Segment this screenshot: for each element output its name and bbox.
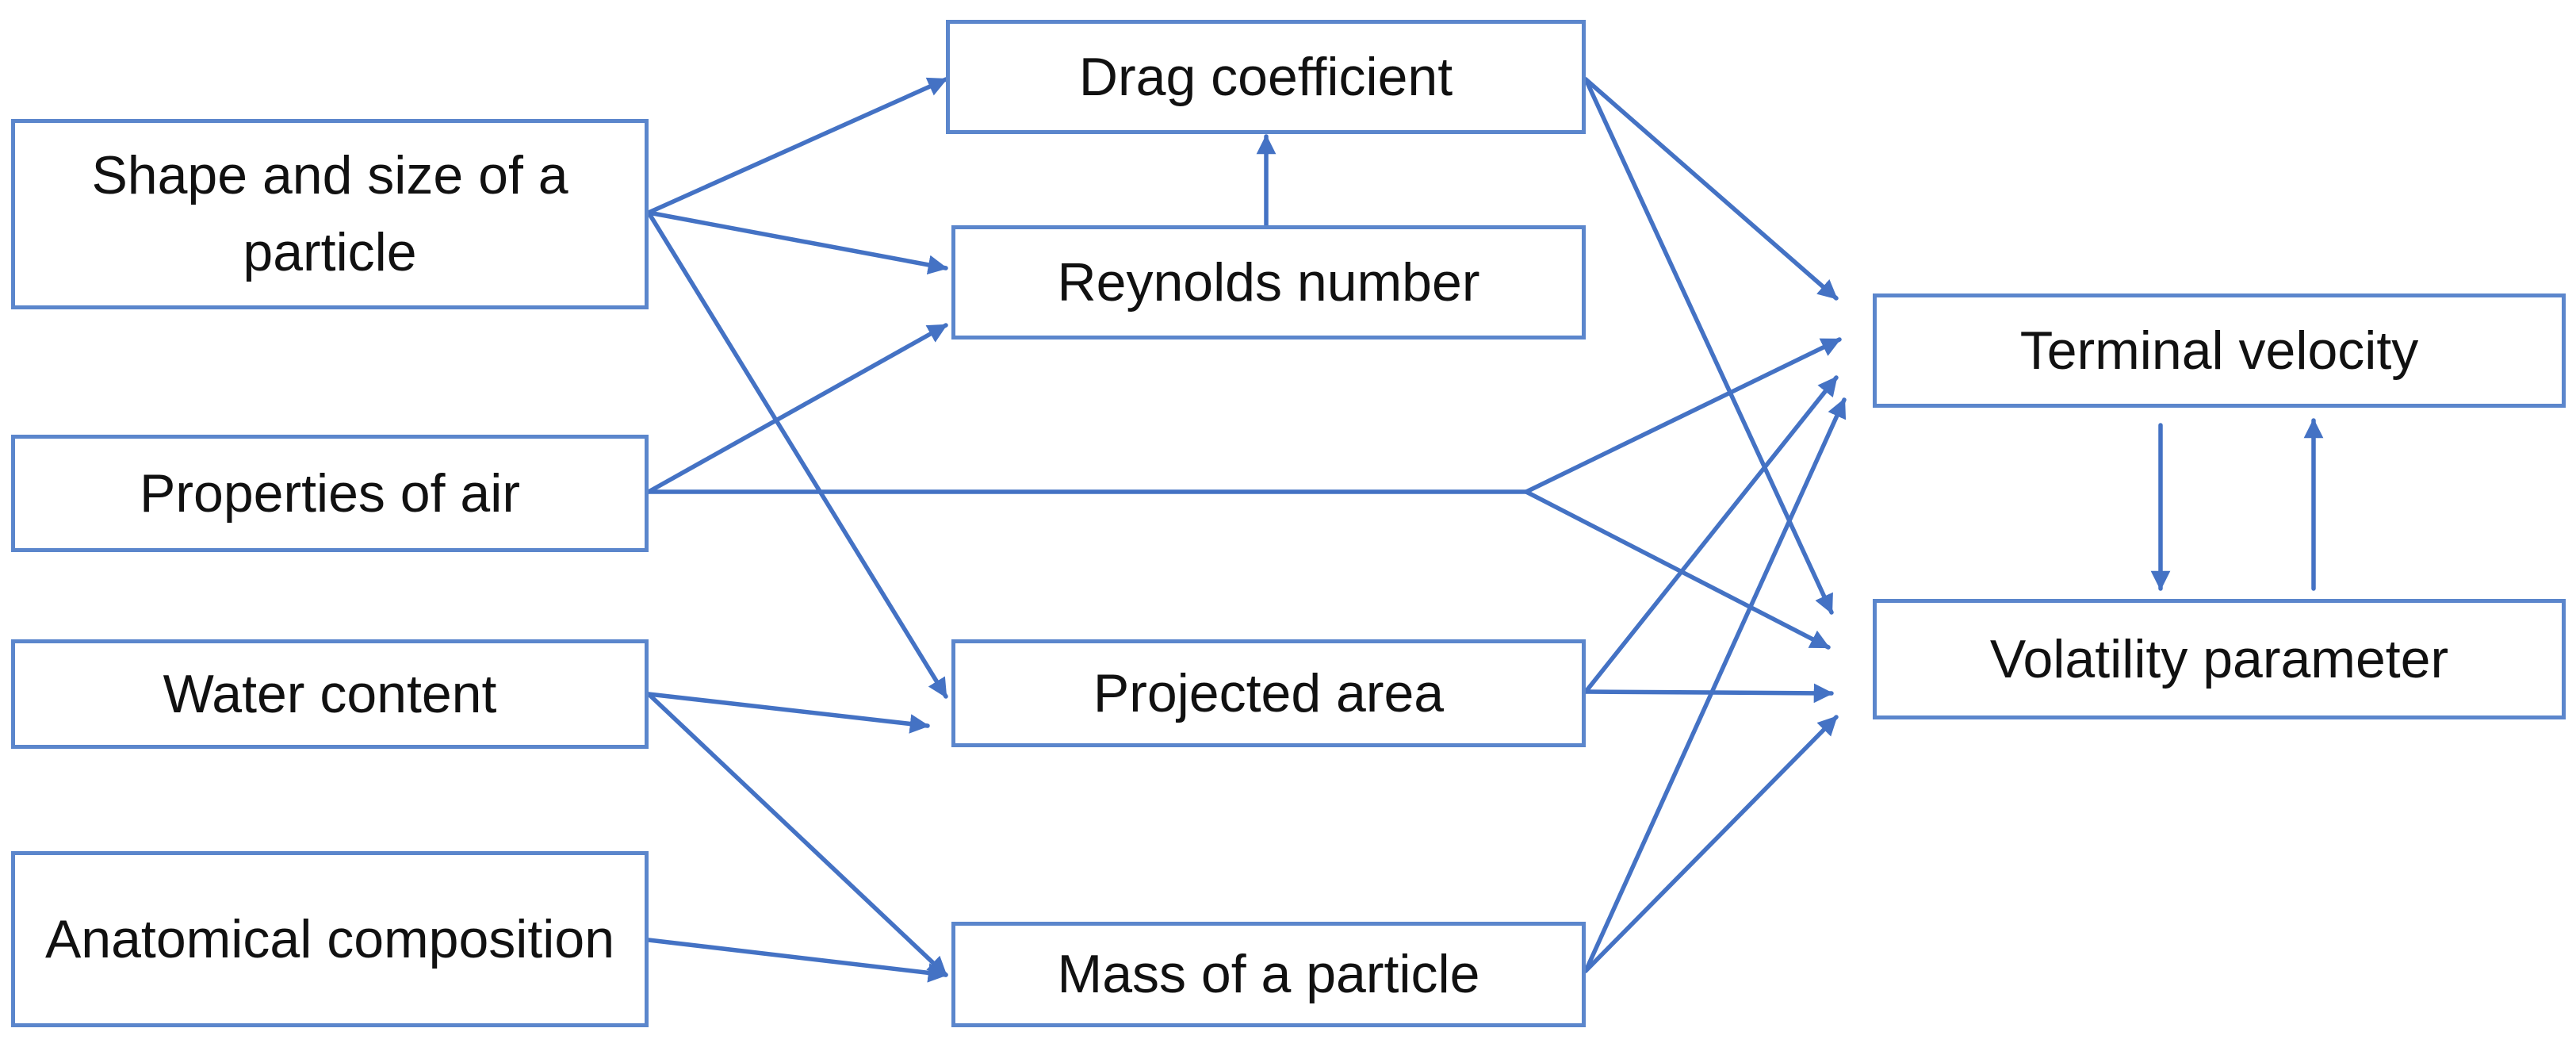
arrow-water-to-projected	[646, 692, 930, 734]
arrow-projected-to-terminal	[1583, 375, 1839, 694]
node-label: Reynolds number	[1057, 251, 1480, 313]
node-label: Anatomical composition	[44, 908, 615, 969]
arrow-drag-to-volatility	[1583, 77, 1834, 615]
node-volatility-parameter: Volatility parameter	[1873, 599, 2566, 719]
node-drag-coefficient: Drag coefficient	[946, 20, 1586, 134]
arrow-mass-to-volatility	[1583, 715, 1839, 973]
arrow-air-to-reynolds	[646, 323, 948, 494]
node-label: Shape and size of a particle	[91, 145, 568, 282]
node-label: Drag coefficient	[1078, 46, 1453, 107]
arrow-drag-to-terminal	[1583, 77, 1839, 301]
arrow-mass-to-terminal	[1583, 397, 1847, 973]
node-label: Mass of a particle	[1057, 944, 1480, 1005]
node-shape-and-size: Shape and size of a particle	[11, 119, 649, 309]
arrow-anatomical-to-mass	[646, 938, 948, 983]
node-terminal-velocity: Terminal velocity	[1873, 293, 2566, 408]
arrow-shape-to-reynolds	[646, 210, 948, 275]
arrow-projected-to-volatility	[1583, 683, 1834, 704]
arrow-shape-to-drag	[646, 77, 948, 215]
arrow-water-to-mass	[646, 692, 948, 977]
node-label: Volatility parameter	[1989, 628, 2449, 689]
node-anatomical-composition: Anatomical composition	[11, 851, 649, 1027]
arrow-air-to-terminal	[1524, 337, 1842, 494]
arrow-air-to-volatility	[1524, 489, 1831, 650]
arrow-shape-to-projected	[646, 210, 948, 699]
node-label: Terminal velocity	[2019, 320, 2419, 381]
node-label: Water content	[163, 663, 497, 724]
node-projected-area: Projected area	[951, 639, 1586, 747]
node-mass-of-a-particle: Mass of a particle	[951, 922, 1586, 1027]
node-water-content: Water content	[11, 639, 649, 749]
node-label: Properties of air	[140, 462, 520, 524]
node-properties-of-air: Properties of air	[11, 435, 649, 552]
node-reynolds-number: Reynolds number	[951, 225, 1586, 340]
node-label: Projected area	[1093, 662, 1445, 723]
